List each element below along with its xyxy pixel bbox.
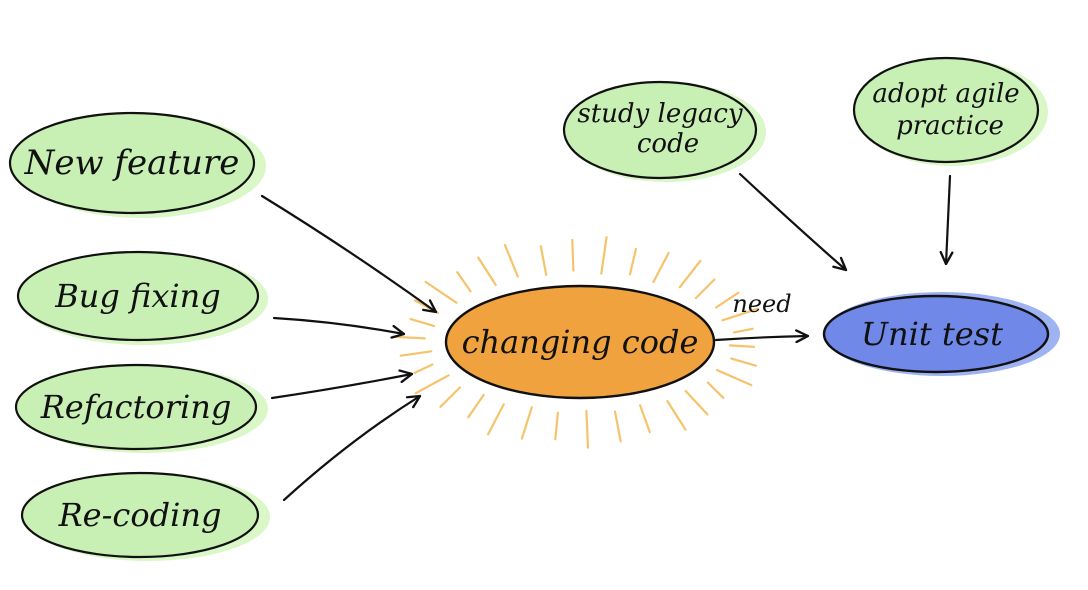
sunburst-ray: [456, 271, 472, 293]
sunburst-ray: [424, 280, 458, 304]
sunburst-ray: [721, 307, 760, 322]
sunburst-ray: [477, 256, 497, 286]
node-bug-fixing: Bug fixing: [16, 250, 268, 345]
node-bug-fixing-label: Bug fixing: [54, 277, 221, 315]
arrow-adopt-agile-to-unit-test: [939, 174, 954, 266]
arrow-refactoring-to-changing-code: [270, 369, 414, 400]
sunburst-ray: [539, 245, 548, 276]
node-adopt-agile-label-line1: adopt agile: [872, 79, 1019, 109]
sunburst-ray: [600, 236, 608, 275]
node-adopt-agile-label-line2: practice: [896, 111, 1004, 141]
sunburst-ray: [409, 318, 436, 327]
node-re-coding: Re-coding: [20, 471, 270, 561]
sunburst-ray: [399, 350, 433, 357]
sunburst-ray: [732, 327, 754, 334]
node-study-legacy-label-line2: code: [637, 129, 699, 159]
sunburst-ray: [413, 363, 434, 374]
sunburst-ray: [467, 393, 485, 419]
sunburst-ray: [706, 381, 725, 399]
sunburst-rays: [391, 236, 760, 449]
sunburst-ray: [715, 369, 753, 387]
arrows: [260, 172, 954, 502]
arrow-study-legacy-to-unit-test: [738, 172, 848, 272]
sunburst-ray: [487, 403, 505, 436]
node-study-legacy-label-line1: study legacy: [577, 99, 743, 129]
sunburst-ray: [730, 357, 758, 367]
node-refactoring-label: Refactoring: [40, 388, 232, 426]
sunburst-ray: [638, 404, 651, 434]
node-unit-test-label: Unit test: [861, 315, 1003, 353]
arrow-re-coding-to-changing-code: [282, 394, 422, 502]
sunburst-ray: [613, 410, 622, 443]
node-changing-code: changing code: [444, 284, 716, 400]
arrow-new-feature-to-changing-code: [260, 194, 438, 314]
sunburst-ray: [666, 400, 687, 431]
sunburst-ray: [652, 251, 670, 283]
sunburst-ray: [684, 389, 709, 416]
sunburst-ray: [520, 406, 533, 440]
sunburst-ray: [414, 374, 450, 395]
sunburst-ray: [694, 278, 716, 300]
node-refactoring: Refactoring: [14, 363, 268, 453]
sunburst-ray: [554, 411, 560, 441]
node-adopt-agile-practice: adopt agile practice: [852, 56, 1048, 166]
node-new-feature-label: New feature: [24, 143, 240, 183]
arrow-changing-code-to-unit-test: [714, 329, 810, 344]
sunburst-ray: [571, 238, 575, 272]
sunburst-ray: [391, 335, 426, 340]
node-changing-code-label: changing code: [462, 323, 699, 361]
sunburst-ray: [714, 291, 740, 309]
sunburst-ray: [728, 344, 756, 348]
sunburst-ray: [678, 259, 702, 289]
arrow-bug-fixing-to-changing-code: [272, 316, 406, 339]
sunburst-ray: [628, 247, 638, 276]
edge-label-need: need: [732, 290, 791, 318]
sunburst-ray: [503, 243, 519, 278]
node-study-legacy-code: study legacy code: [562, 80, 766, 182]
sunburst-ray: [439, 386, 462, 408]
node-unit-test: Unit test: [822, 292, 1060, 376]
sunburst-ray: [585, 409, 590, 449]
node-re-coding-label: Re-coding: [58, 496, 222, 534]
node-new-feature: New feature: [8, 111, 266, 218]
